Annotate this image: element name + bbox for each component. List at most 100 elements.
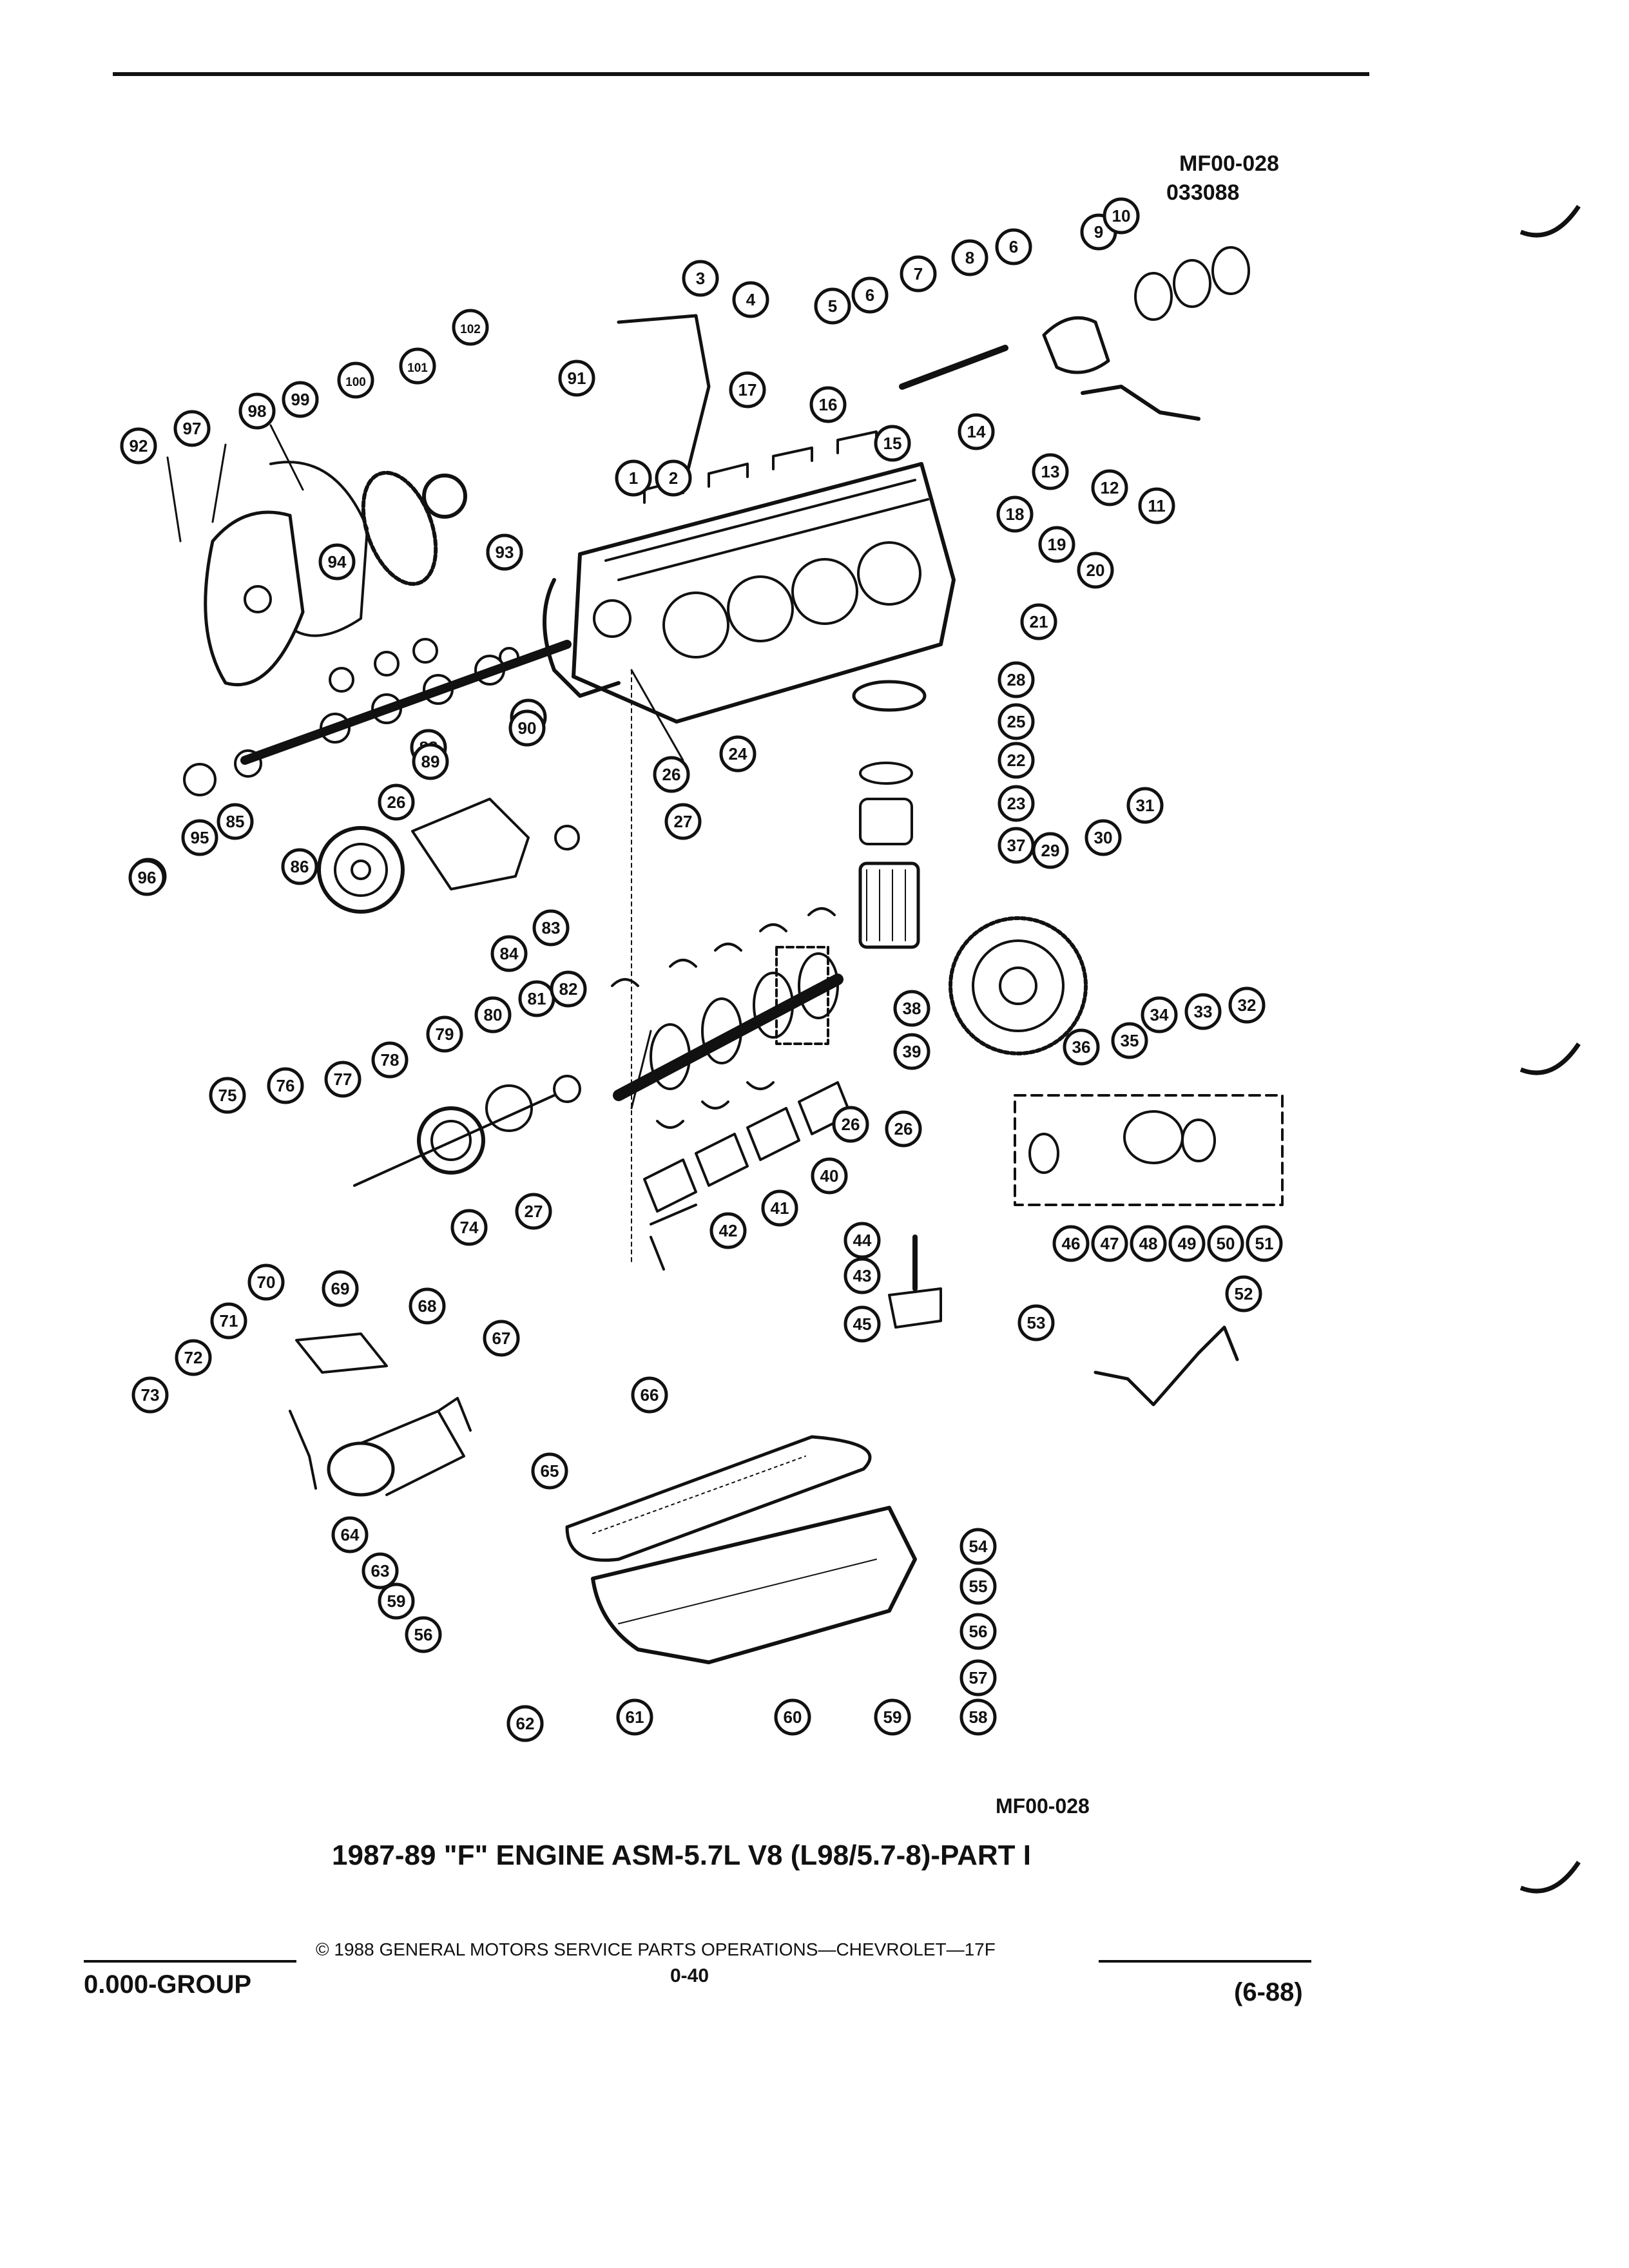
callout-number: 91 <box>568 369 586 388</box>
callout-circle <box>337 361 374 399</box>
callout-circle <box>851 276 889 314</box>
callout-number: 2 <box>669 468 678 488</box>
callout-circle <box>1091 469 1128 506</box>
callout-number: 47 <box>1101 1234 1119 1253</box>
oil-pan-gasket <box>565 1435 872 1562</box>
callout-circle <box>616 1698 653 1736</box>
callout-84: 84 <box>490 935 528 972</box>
footer-rule-right <box>1099 1960 1311 1963</box>
callout-43: 43 <box>843 1257 881 1294</box>
callout-number: 41 <box>771 1198 789 1218</box>
callout-76: 76 <box>267 1067 304 1104</box>
callout-99: 99 <box>282 381 319 418</box>
callout-6: 6 <box>995 228 1032 265</box>
callout-number: 4 <box>746 290 756 309</box>
callout-circle <box>531 1452 568 1490</box>
callout-50: 50 <box>1207 1225 1244 1262</box>
callout-circle <box>959 1659 997 1696</box>
callout-circle <box>1017 1304 1055 1341</box>
callout-18: 18 <box>996 495 1034 533</box>
callout-number: 68 <box>418 1296 437 1316</box>
callout-circle <box>811 1157 848 1195</box>
starter-motor <box>289 1332 472 1497</box>
rear-seal-box <box>1014 1094 1284 1206</box>
callout-8: 8 <box>951 239 988 276</box>
callout-circle <box>958 413 995 450</box>
callout-circle <box>532 909 570 947</box>
callout-number: 100 <box>345 376 366 389</box>
callout-circle <box>217 803 254 840</box>
callout-circle <box>1111 1022 1148 1059</box>
callout-98: 98 <box>238 392 276 430</box>
callout-1: 1 <box>615 459 652 497</box>
callout-38: 38 <box>893 990 930 1027</box>
callout-96: 96 <box>128 859 166 896</box>
callout-52: 52 <box>1225 1275 1262 1312</box>
callout-circle <box>959 1698 997 1736</box>
callout-28: 28 <box>998 661 1035 698</box>
callout-55: 55 <box>959 1568 997 1605</box>
callout-number: 76 <box>276 1076 295 1095</box>
callout-63: 63 <box>361 1552 399 1590</box>
callout-circle <box>247 1264 285 1301</box>
callout-92: 92 <box>120 427 157 465</box>
callout-circle <box>210 1302 247 1340</box>
callout-47: 47 <box>1091 1225 1128 1262</box>
callout-circle <box>893 1033 930 1070</box>
callout-number: 61 <box>626 1707 644 1727</box>
callout-number: 35 <box>1121 1031 1139 1050</box>
callout-number: 96 <box>138 868 157 887</box>
callout-37: 37 <box>998 827 1035 864</box>
top-rule <box>113 72 1369 76</box>
callout-circle <box>550 970 587 1008</box>
callout-number: 44 <box>853 1231 872 1250</box>
callout-circle <box>1168 1225 1206 1262</box>
callout-94: 94 <box>318 543 356 581</box>
callout-number: 89 <box>421 752 440 771</box>
callout-65: 65 <box>531 1452 568 1490</box>
callout-12: 12 <box>1091 469 1128 506</box>
callout-circle <box>450 1209 488 1246</box>
callout-17: 17 <box>729 371 766 408</box>
callout-number: 23 <box>1007 794 1026 813</box>
callout-13: 13 <box>1032 453 1069 490</box>
callout-circle <box>318 543 356 581</box>
callout-number: 80 <box>484 1005 503 1024</box>
callout-48: 48 <box>1130 1225 1167 1262</box>
callout-circle <box>893 990 930 1027</box>
callout-number: 43 <box>853 1266 872 1285</box>
callout-circle <box>1246 1225 1283 1262</box>
callout-61: 61 <box>616 1698 653 1736</box>
callout-53: 53 <box>1017 1304 1055 1341</box>
callout-80: 80 <box>474 996 512 1033</box>
callout-circle <box>412 743 449 780</box>
leader-lines <box>166 424 684 1264</box>
callout-number: 101 <box>407 361 428 375</box>
callout-number: 70 <box>257 1273 276 1292</box>
callout-circle <box>238 392 276 430</box>
callout-77: 77 <box>324 1061 361 1098</box>
callout-circle <box>995 228 1032 265</box>
callout-number: 50 <box>1217 1234 1235 1253</box>
callout-circle <box>998 703 1035 740</box>
callout-number: 15 <box>883 434 902 453</box>
callout-93: 93 <box>486 533 523 571</box>
callout-number: 32 <box>1238 995 1257 1015</box>
callout-number: 83 <box>542 918 561 937</box>
camshaft <box>240 638 572 765</box>
callout-circle <box>131 1376 169 1414</box>
callout-circle <box>426 1015 463 1053</box>
callout-56: 56 <box>405 1616 442 1653</box>
callout-3: 3 <box>682 260 719 297</box>
callout-5: 5 <box>814 287 851 325</box>
callout-36: 36 <box>1063 1028 1100 1066</box>
callout-circle <box>128 859 166 896</box>
callout-70: 70 <box>247 1264 285 1301</box>
callout-number: 65 <box>541 1461 559 1481</box>
oil-pan <box>591 1506 917 1664</box>
callout-number: 79 <box>436 1024 454 1044</box>
callout-number: 75 <box>218 1086 237 1105</box>
callout-102: 102 <box>452 309 489 346</box>
callout-number: 64 <box>341 1525 360 1544</box>
callout-number: 74 <box>460 1218 479 1237</box>
